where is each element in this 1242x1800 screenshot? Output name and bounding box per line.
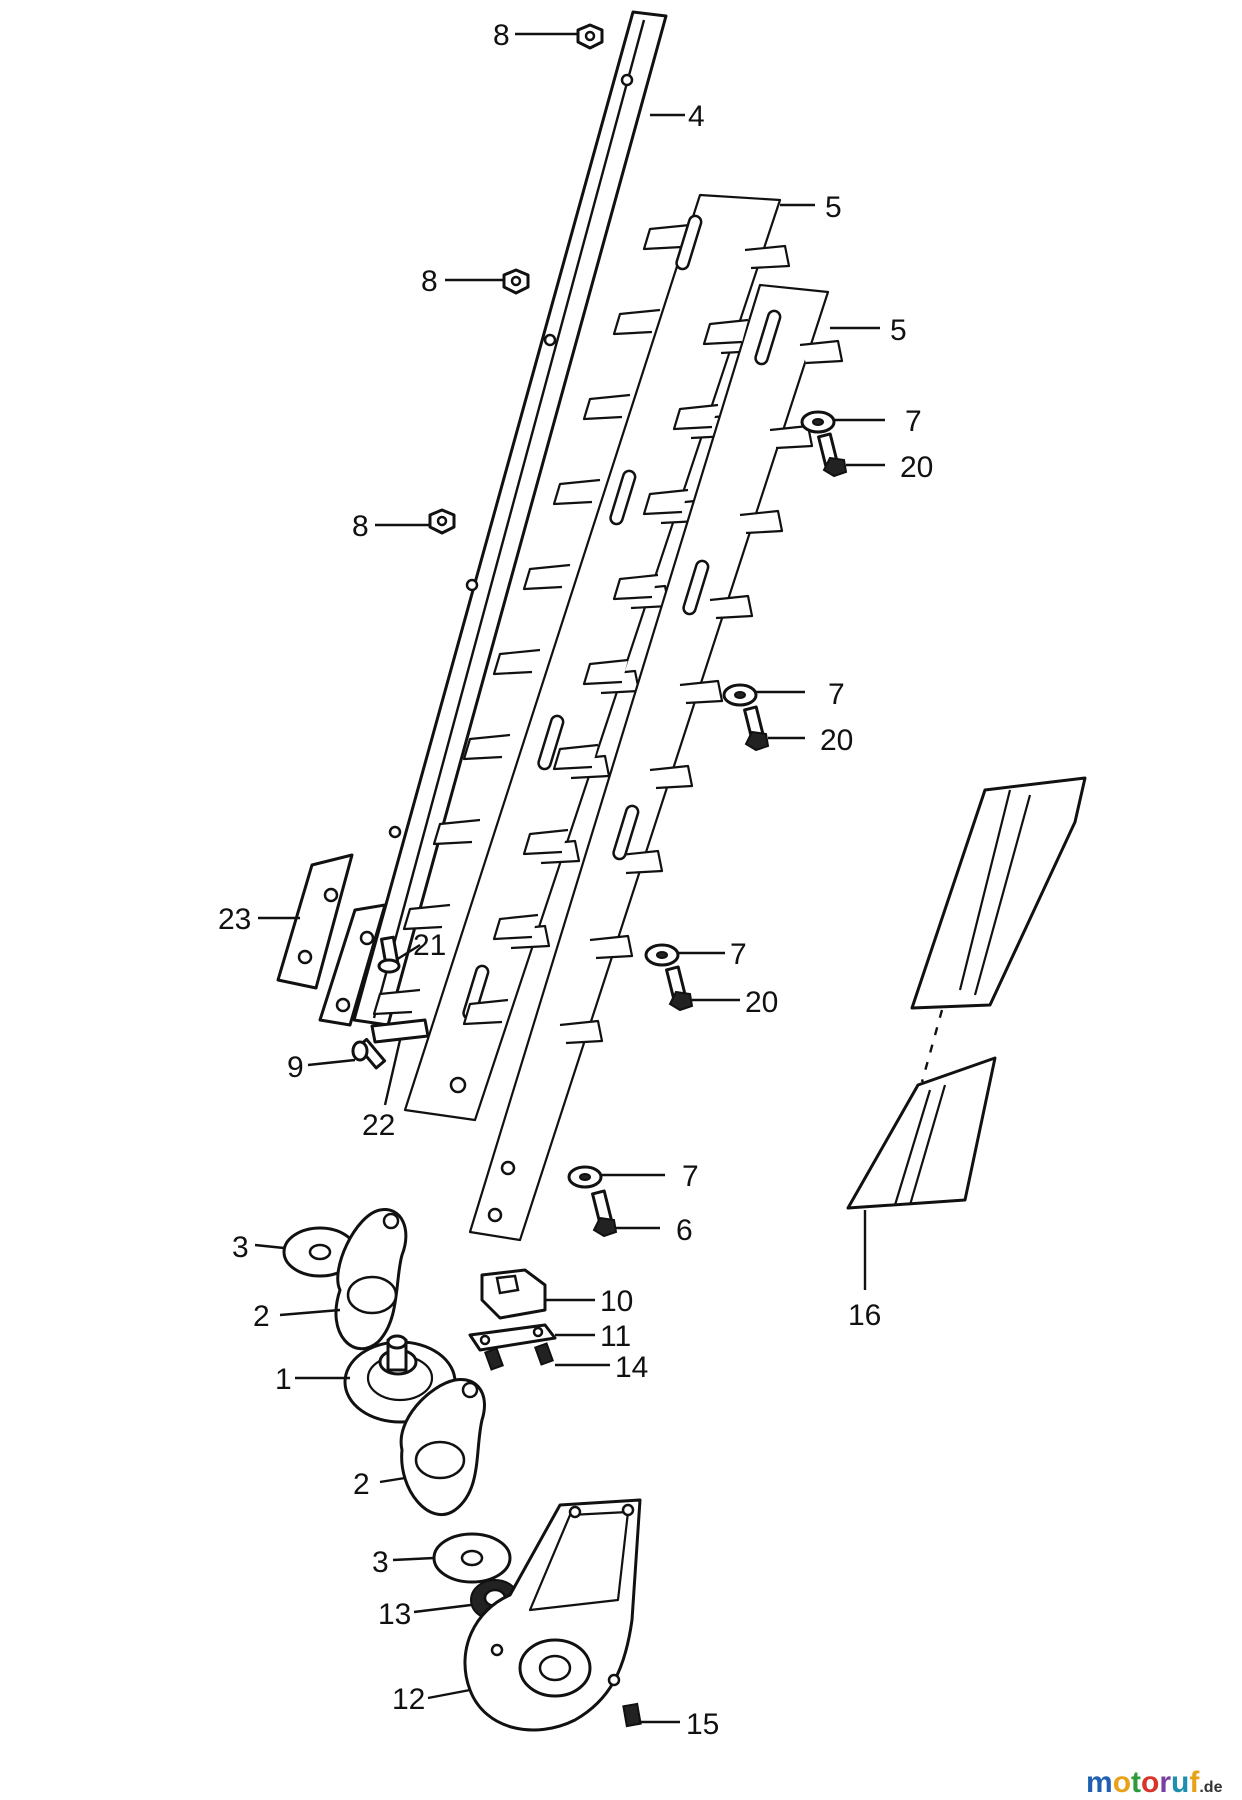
washer-and-bolt-parts (351, 410, 848, 1238)
guide-plate-part (276, 853, 354, 990)
link-plate-part (468, 1323, 557, 1352)
watermark-letter: t (1131, 1766, 1141, 1799)
callout-label: 1 (275, 1363, 292, 1396)
callout-label: 4 (688, 100, 705, 133)
watermark-suffix: .de (1199, 1779, 1222, 1796)
callout-label: 8 (352, 510, 369, 543)
screw-part-15 (622, 1702, 642, 1728)
connecting-rod-lower-part (399, 1377, 486, 1517)
callout-label: 7 (905, 405, 922, 438)
washer-upper-part (282, 1226, 358, 1278)
watermark-text: motoruf.de (1086, 1766, 1223, 1799)
callout-label: 20 (900, 451, 933, 484)
callout-label: 13 (378, 1598, 411, 1631)
watermark-letter: r (1159, 1766, 1171, 1799)
spacer-part (370, 1018, 430, 1044)
callout-label: 23 (218, 903, 251, 936)
callout-label: 3 (372, 1546, 389, 1579)
watermark-letter: u (1171, 1766, 1189, 1799)
callout-label: 11 (600, 1320, 631, 1353)
callout-label: 5 (890, 314, 907, 347)
slider-block-part (480, 1268, 547, 1320)
watermark-letter: o (1141, 1766, 1159, 1799)
leader-lines (254, 32, 885, 1724)
screw-parts-14 (484, 1342, 554, 1371)
callout-label: 2 (253, 1300, 270, 1333)
cutter-blade-lower-part (462, 283, 844, 1242)
guide-rail-part (352, 10, 668, 1027)
callout-label: 6 (676, 1214, 693, 1247)
callout-label: 14 (615, 1351, 648, 1384)
callout-label: 12 (392, 1683, 425, 1716)
callout-label: 9 (287, 1051, 304, 1084)
callout-label: 16 (848, 1299, 881, 1332)
callout-label: 20 (745, 986, 778, 1019)
callout-label: 8 (493, 19, 510, 52)
callout-label: 15 (686, 1708, 719, 1741)
watermark-letter: f (1189, 1766, 1200, 1799)
blade-cover-part (846, 776, 1087, 1210)
callout-label: 2 (353, 1468, 370, 1501)
callout-label: 7 (828, 678, 845, 711)
callout-label: 5 (825, 191, 842, 224)
callout-label: 10 (600, 1285, 633, 1318)
callout-labels: 8 4 5 8 5 7 20 8 7 20 23 21 7 20 9 22 7 … (218, 19, 933, 1741)
callout-label: 8 (421, 265, 438, 298)
callout-label: 7 (730, 938, 747, 971)
callout-label: 3 (232, 1231, 249, 1264)
rail-foot-part (318, 903, 387, 1027)
watermark-letter: m (1086, 1766, 1113, 1799)
callout-label: 22 (362, 1109, 395, 1142)
gear-case-part (463, 1498, 642, 1732)
watermark-letter: o (1113, 1766, 1131, 1799)
nut-parts (428, 23, 604, 535)
callout-label: 21 (413, 929, 446, 962)
connecting-rod-upper-part (334, 1208, 408, 1350)
washer-lower-part (432, 1532, 512, 1584)
callout-label: 7 (682, 1160, 699, 1193)
callout-label: 20 (820, 724, 853, 757)
watermark-logo: motoruf.de (1086, 1766, 1223, 1799)
